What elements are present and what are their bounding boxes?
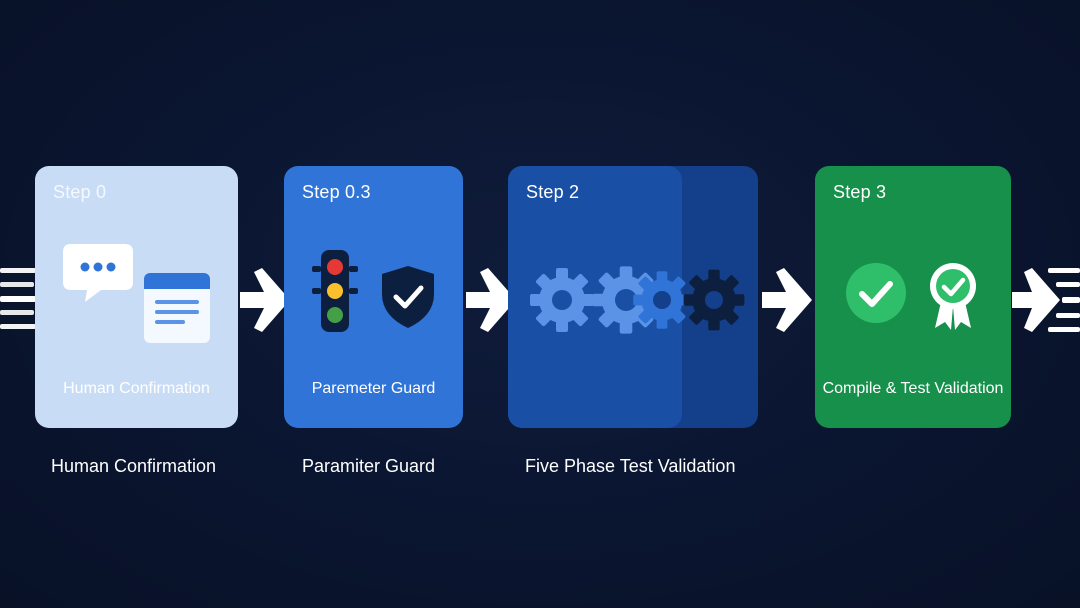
arrow-right-icon [762,268,812,332]
gears-icon [530,266,745,334]
step-label: Step 3 [833,182,887,202]
incoming-arrow-icon [0,268,36,329]
caption-human-confirmation: Human Confirmation [51,456,217,476]
step-label: Step 0.3 [302,182,371,202]
caption-parameter-guard: Paramiter Guard [302,456,436,476]
card-text: Paremeter Guard [311,380,436,397]
arrow-right-icon [466,268,516,332]
award-badge-icon [930,263,976,330]
step-card-parameter-guard: Step 0.3 Paremeter Guard [284,166,463,428]
card-text: Compile & Test Validation [822,380,1004,397]
outgoing-arrow-icon [1012,268,1080,332]
traffic-light-icon [312,250,358,332]
arrow-right-icon [240,268,290,332]
step-label: Step 2 [526,182,580,202]
chat-bubble-icon [63,244,133,302]
caption-five-phase-test: Five Phase Test Validation [525,456,736,476]
step-label: Step 0 [53,182,107,202]
step-card-human-confirmation: Step 0 Human Confirmation [35,166,238,428]
document-window-icon [144,273,210,343]
step-card-compile-test: Step 3 Compile & Test Validation [815,166,1011,428]
shield-check-icon [382,266,434,328]
check-circle-icon [846,263,906,323]
card-text: Human Confirmation [63,380,210,397]
